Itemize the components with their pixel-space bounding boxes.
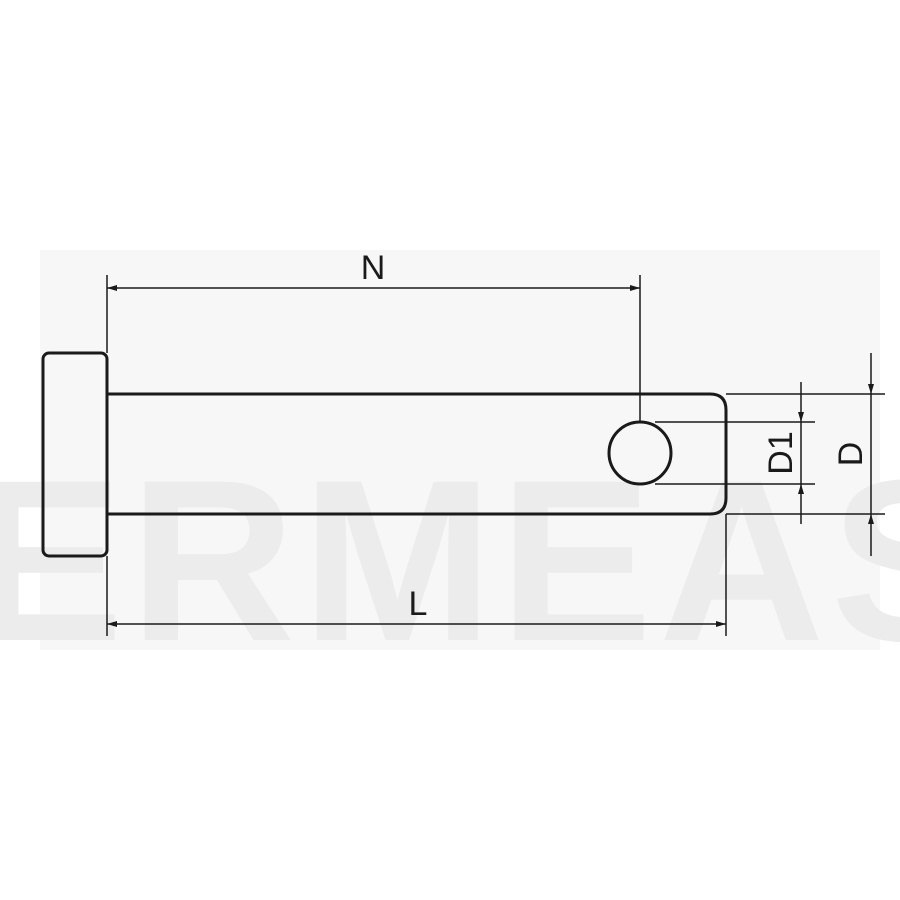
label-d1: D1	[762, 431, 800, 474]
pin-shaft	[107, 392, 728, 516]
label-n: N	[361, 249, 386, 287]
watermark: ERMEAS	[0, 432, 900, 689]
pin-head	[41, 351, 109, 558]
label-d: D	[832, 442, 870, 467]
label-l: L	[409, 585, 428, 623]
background-band	[40, 250, 880, 650]
